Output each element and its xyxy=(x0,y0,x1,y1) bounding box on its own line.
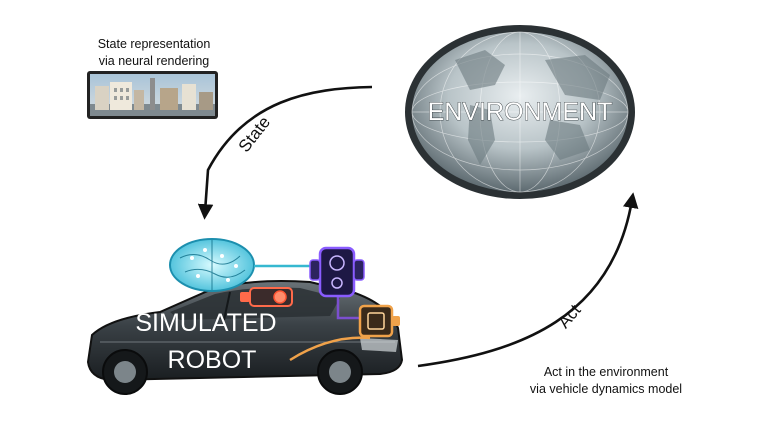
neural-rendering-thumbnail xyxy=(87,71,218,119)
state-arrow-label: State xyxy=(235,113,274,156)
environment-label: ENVIRONMENT xyxy=(428,98,613,126)
robot-label-line2: ROBOT xyxy=(168,346,257,374)
act-caption-line1: Act in the environment xyxy=(543,365,669,379)
state-caption: State representation via neural renderin… xyxy=(95,36,213,70)
robot-label-line1: SIMULATED xyxy=(135,309,276,337)
act-arrow-label: Act xyxy=(554,301,585,332)
state-caption-line1: State representation xyxy=(97,37,211,51)
act-arrow xyxy=(417,192,639,368)
controller-icon xyxy=(309,246,365,298)
state-caption-line2: via neural rendering xyxy=(98,54,210,68)
act-caption: Act in the environment via vehicle dynam… xyxy=(506,364,706,398)
act-caption-line2: via vehicle dynamics model xyxy=(529,382,683,396)
brain-icon xyxy=(169,238,255,292)
compute-chip-icon xyxy=(358,304,400,338)
orange-wire xyxy=(289,336,371,362)
controller-to-chip-line xyxy=(336,292,360,320)
state-arrow xyxy=(197,85,373,220)
camera-icon xyxy=(240,287,293,307)
environment-globe xyxy=(405,25,635,199)
